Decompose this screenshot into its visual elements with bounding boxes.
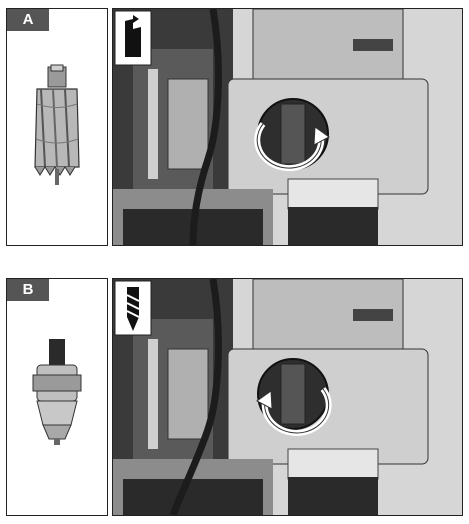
core-drill-mode-icon: [125, 15, 141, 57]
tool-panel-b: B: [6, 278, 108, 516]
figure-label-b: B: [7, 279, 49, 301]
machine-panel-a: [112, 8, 463, 246]
core-drill-bit-icon: [34, 64, 80, 185]
tool-panel-a: A: [6, 8, 108, 246]
machine-panel-b: [112, 278, 463, 516]
figure-label-a: A: [7, 9, 49, 31]
drill-chuck-icon: [32, 339, 82, 445]
machine-illustration-b: [113, 279, 462, 515]
machine-illustration-a: [113, 9, 462, 245]
twist-drill-mode-icon: [126, 287, 140, 331]
